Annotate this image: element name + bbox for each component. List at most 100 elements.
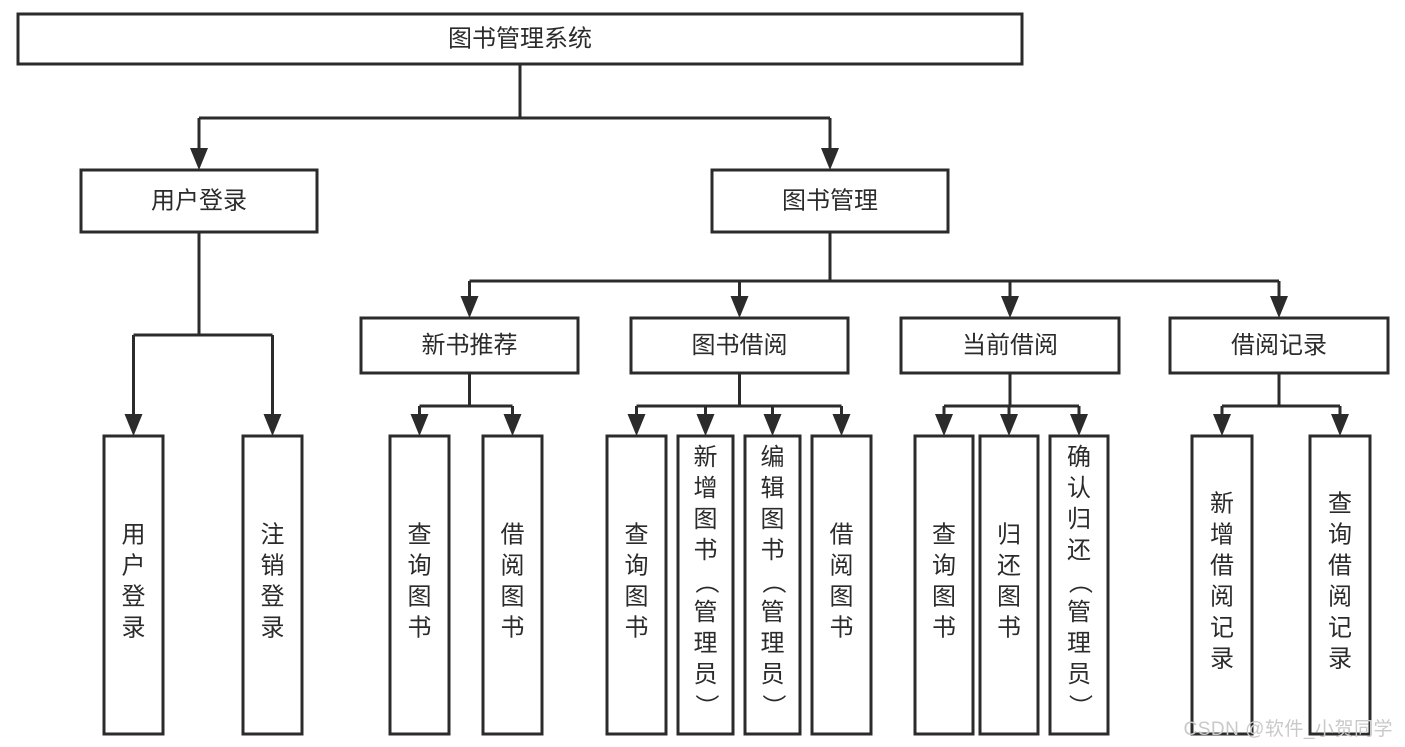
node-label-char: 员 — [694, 661, 718, 688]
arrow-head-icon — [1331, 414, 1349, 436]
node-label-char: 新 — [1210, 491, 1234, 518]
node-label: 图书借阅 — [692, 332, 788, 359]
node-label-char: 户 — [122, 553, 146, 580]
node-label-char: 查 — [932, 522, 956, 549]
node-label-char: 录 — [1210, 646, 1234, 673]
node-book-borrow[interactable]: 图书借阅 — [629, 316, 850, 375]
node-box — [743, 434, 802, 736]
node-label-char: 用 — [122, 522, 146, 549]
arrow-head-icon — [730, 296, 749, 318]
arrow-head-icon — [460, 296, 479, 318]
node-label-char: 借 — [830, 522, 854, 549]
arrow-head-icon — [190, 148, 208, 170]
node-label-char: ） — [1066, 694, 1093, 718]
node-root[interactable]: 图书管理系统 — [16, 12, 1024, 66]
node-leaf-user-login[interactable]: 用户登录 — [102, 434, 165, 736]
node-label-char: 书 — [694, 537, 718, 564]
node-box — [899, 316, 1121, 375]
arrow-head-icon — [832, 414, 851, 436]
node-box — [605, 434, 668, 736]
node-box — [1190, 434, 1254, 736]
arrow-head-icon — [1001, 296, 1019, 318]
node-label-char: 理 — [1067, 630, 1091, 657]
arrow-head-icon — [1213, 414, 1231, 436]
node-label-char: （ — [692, 570, 719, 594]
node-box — [1048, 434, 1110, 736]
node-label-char: 书 — [761, 537, 785, 564]
node-label-char: 理 — [761, 630, 785, 657]
node-box — [79, 168, 319, 234]
node-label: 当前借阅 — [962, 332, 1058, 359]
node-box — [388, 434, 451, 736]
arrow-head-icon — [1270, 296, 1288, 318]
node-box — [359, 316, 580, 375]
node-label-char: 理 — [694, 630, 718, 657]
node-label-char: （ — [1066, 570, 1093, 594]
node-label-char: 图 — [997, 584, 1021, 611]
node-label-char: 借 — [1328, 553, 1352, 580]
node-current-borrow[interactable]: 当前借阅 — [899, 316, 1121, 375]
node-box — [102, 434, 165, 736]
node-label-char: 图 — [761, 506, 785, 533]
node-user-login[interactable]: 用户登录 — [79, 168, 319, 234]
node-label: 新书推荐 — [422, 332, 518, 359]
node-label-char: 书 — [830, 615, 854, 642]
node-label-char: 图 — [932, 584, 956, 611]
node-label-char: 图 — [830, 584, 854, 611]
node-label-char: 阅 — [1328, 584, 1352, 611]
node-label-char: 图 — [501, 584, 525, 611]
node-label: 图书管理系统 — [448, 25, 592, 52]
node-book-manage[interactable]: 图书管理 — [710, 168, 950, 234]
nodes-layer: 图书管理系统用户登录图书管理新书推荐图书借阅当前借阅借阅记录用户登录注销登录查询… — [16, 12, 1390, 736]
node-label-char: 查 — [408, 522, 432, 549]
arrow-head-icon — [1070, 414, 1088, 436]
node-label-char: 书 — [625, 615, 649, 642]
node-label-char: 图 — [694, 506, 718, 533]
node-label-char: 管 — [1067, 599, 1091, 626]
node-label-char: 新 — [694, 444, 718, 471]
node-label-char: 录 — [261, 615, 285, 642]
node-new-book-rec[interactable]: 新书推荐 — [359, 316, 580, 375]
node-label-char: 书 — [997, 615, 1021, 642]
node-label-char: 员 — [761, 661, 785, 688]
node-label-char: 录 — [122, 615, 146, 642]
node-label-char: 员 — [1067, 661, 1091, 688]
node-label-char: 管 — [694, 599, 718, 626]
node-label-char: 借 — [1210, 553, 1234, 580]
node-box — [710, 168, 950, 234]
node-label-char: 查 — [625, 522, 649, 549]
node-label-char: 辑 — [761, 475, 785, 502]
node-label-char: 图 — [408, 584, 432, 611]
node-label-char: 销 — [261, 553, 285, 580]
node-label-char: 还 — [997, 553, 1021, 580]
arrow-head-icon — [627, 414, 646, 436]
node-box — [676, 434, 735, 736]
node-label-char: 询 — [1328, 522, 1352, 549]
node-label-char: 还 — [1067, 537, 1091, 564]
arrow-head-icon — [821, 148, 839, 170]
node-box — [629, 316, 850, 375]
node-borrow-record[interactable]: 借阅记录 — [1168, 316, 1390, 375]
node-label-char: 阅 — [1210, 584, 1234, 611]
node-label-char: 书 — [408, 615, 432, 642]
node-box — [1168, 316, 1390, 375]
node-label-char: 阅 — [830, 553, 854, 580]
node-box — [481, 434, 544, 736]
arrow-head-icon — [696, 414, 715, 436]
node-label-char: 认 — [1067, 475, 1091, 502]
node-label-char: 借 — [501, 522, 525, 549]
